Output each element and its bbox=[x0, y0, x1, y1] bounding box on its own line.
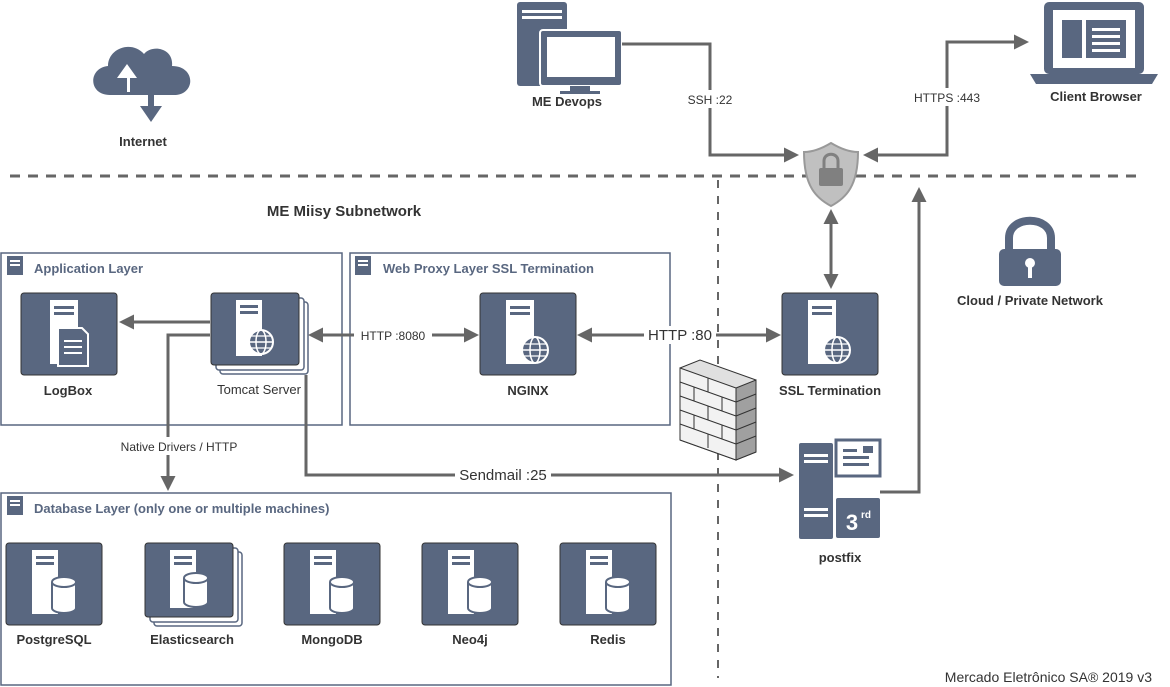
application-layer-title: Application Layer bbox=[34, 261, 143, 276]
ssl-termination-server-icon bbox=[781, 292, 879, 376]
database-layer-title: Database Layer (only one or multiple mac… bbox=[34, 501, 329, 516]
sendmail-edge bbox=[304, 375, 794, 483]
postgresql-db-server-icon bbox=[5, 542, 103, 626]
sendmail-label: Sendmail :25 bbox=[459, 467, 547, 484]
native-drivers-edge bbox=[160, 333, 210, 491]
internet-cloud-icon bbox=[93, 46, 191, 122]
private-network-lock-icon bbox=[999, 216, 1061, 286]
redis-label: Redis bbox=[590, 632, 625, 647]
https-label: HTTPS :443 bbox=[914, 91, 980, 105]
postfix-badge-suffix: rd bbox=[861, 510, 871, 521]
client-browser-label: Client Browser bbox=[1050, 89, 1142, 104]
security-shield-icon bbox=[802, 141, 860, 208]
server-icon bbox=[7, 496, 23, 515]
tomcat-label: Tomcat Server bbox=[217, 382, 301, 397]
neo4j-db-server-icon bbox=[421, 542, 519, 626]
devops-label: ME Devops bbox=[532, 94, 602, 109]
native-drivers-label: Native Drivers / HTTP bbox=[121, 440, 238, 454]
server-icon bbox=[355, 256, 371, 275]
ssh-label: SSH :22 bbox=[688, 93, 733, 107]
ssl-termination-label: SSL Termination bbox=[779, 383, 881, 398]
postfix-badge: 3 bbox=[846, 510, 858, 535]
client-browser-laptop-icon bbox=[1030, 2, 1158, 84]
subnetwork-title: ME Miisy Subnetwork bbox=[267, 203, 422, 220]
logbox-label: LogBox bbox=[44, 383, 93, 398]
postfix-outbound-edge bbox=[880, 187, 927, 494]
web-proxy-layer-title: Web Proxy Layer SSL Termination bbox=[383, 261, 594, 276]
nginx-label: NGINX bbox=[507, 383, 549, 398]
http-8080-label: HTTP :8080 bbox=[361, 329, 426, 343]
internet-label: Internet bbox=[119, 134, 167, 149]
neo4j-label: Neo4j bbox=[452, 632, 487, 647]
firewall-icon bbox=[679, 359, 757, 461]
devops-workstation-icon bbox=[517, 2, 623, 94]
redis-db-server-icon bbox=[559, 542, 657, 626]
mongodb-label: MongoDB bbox=[301, 632, 362, 647]
mongodb-db-server-icon bbox=[283, 542, 381, 626]
postfix-label: postfix bbox=[819, 550, 862, 565]
http-80-label: HTTP :80 bbox=[648, 327, 712, 344]
nginx-server-icon bbox=[479, 292, 577, 376]
postfix-mail-server-icon bbox=[799, 438, 882, 539]
tomcat-server-icon bbox=[210, 292, 309, 375]
application-layer-group: Application Layer bbox=[0, 252, 343, 426]
server-icon bbox=[7, 256, 23, 275]
postgresql-label: PostgreSQL bbox=[16, 632, 91, 647]
elasticsearch-db-server-icon bbox=[144, 542, 243, 627]
elasticsearch-label: Elasticsearch bbox=[150, 632, 234, 647]
cloud-label: Cloud / Private Network bbox=[957, 293, 1104, 308]
footer-credit: Mercado Eletrônico SA® 2019 v3 bbox=[945, 669, 1152, 685]
logbox-server-icon bbox=[20, 292, 118, 376]
database-layer-group: Database Layer (only one or multiple mac… bbox=[0, 492, 672, 686]
